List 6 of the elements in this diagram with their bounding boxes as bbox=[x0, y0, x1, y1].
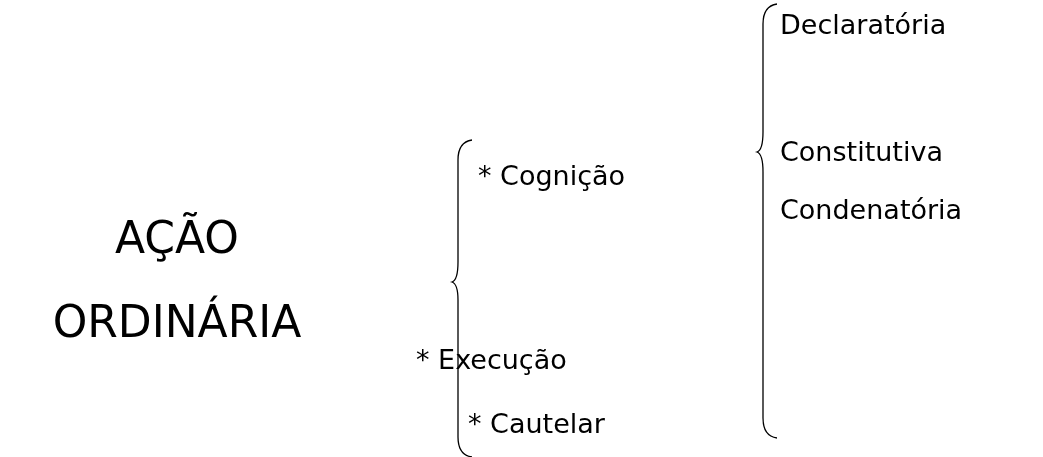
branch-label: * Cautelar bbox=[468, 407, 605, 441]
title-text: AÇÃO ORDINÁRIA bbox=[51, 211, 303, 349]
branch-label: * Cognição bbox=[478, 159, 626, 193]
sub-branch-label: Declaratória bbox=[780, 8, 947, 42]
sub-branch-label: Constitutiva bbox=[780, 135, 943, 169]
sub-branch-label: Condenatória bbox=[780, 193, 963, 227]
